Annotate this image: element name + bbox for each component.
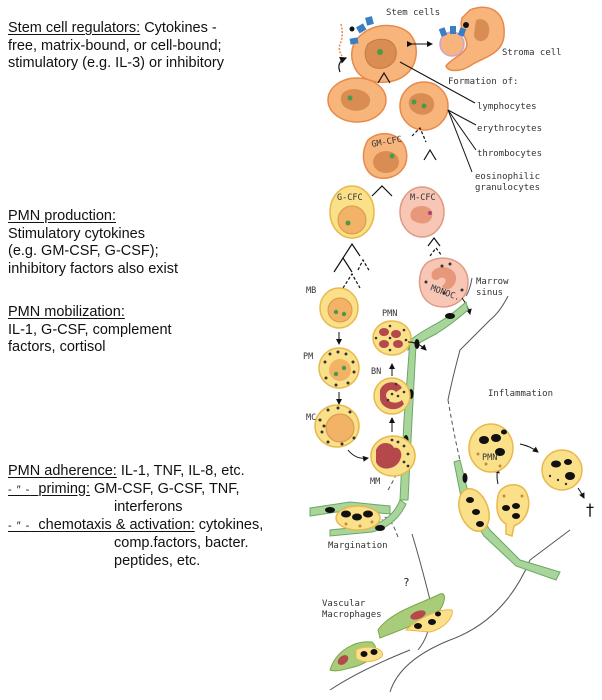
- marginating-pmn: [335, 505, 381, 531]
- production-line1: Stimulatory cytokines: [8, 225, 145, 242]
- activated-pmn: [468, 423, 514, 473]
- priming-line2: interferons: [114, 499, 183, 515]
- stem-line1: Cytokines -: [140, 20, 217, 36]
- priming-heading: priming:: [38, 480, 90, 497]
- arrow: [347, 449, 369, 462]
- branch: [333, 256, 353, 273]
- label-granulocytes: granulocytes: [475, 183, 540, 193]
- metamyelocyte-cell: [370, 435, 416, 477]
- branch: [427, 237, 441, 247]
- arrow: [519, 443, 539, 453]
- label-pmn-tissue: PMN: [482, 453, 497, 463]
- ditto-mark: - ″ -: [8, 519, 31, 532]
- gm-cfc-cell: [362, 132, 408, 179]
- label-eosinophilic: eosinophilic: [475, 172, 540, 182]
- label-stroma-cell: Stroma cell: [502, 48, 562, 58]
- production-line3: inhibitory factors also exist: [8, 260, 179, 277]
- vessel-wall: [329, 277, 571, 693]
- self-renewal-arrow: [338, 56, 348, 73]
- myeloblast-cell: [319, 287, 359, 329]
- label-pmn-marrow: PMN: [382, 309, 397, 319]
- label-stem-cells: Stem cells: [386, 8, 440, 18]
- pmn-adherence-block: PMN adherence: IL-1, TNF, IL-8, etc. - ″…: [8, 463, 263, 570]
- m-cfc-cell: [399, 186, 445, 238]
- pmn-mobilization-block: PMN mobilization: IL-1, G-CSF, complemen…: [8, 304, 172, 357]
- stem-cell-regulators-block: Stem cell regulators: Cytokines - free, …: [8, 20, 224, 73]
- label-erythrocytes: erythrocytes: [477, 124, 542, 134]
- label-mm: MM: [370, 477, 380, 487]
- progenitor-cell: [327, 77, 387, 123]
- mobilization-line2: factors, cortisol: [8, 339, 106, 355]
- label-formation-of: Formation of:: [448, 77, 518, 87]
- arrow: [577, 487, 585, 499]
- formation-lines: [399, 61, 477, 173]
- chemotaxis-line2: comp.factors, bacter.: [114, 535, 249, 551]
- pmn-production-block: PMN production: Stimulatory cytokines (e…: [8, 208, 178, 278]
- progenitor-cell: [399, 81, 449, 131]
- chemotaxis-heading: chemotaxis & activation:: [38, 516, 195, 533]
- label-sinus: sinus: [476, 288, 503, 298]
- label-m-cfc: M-CFC: [410, 193, 436, 203]
- myelocyte-cell: [314, 404, 360, 448]
- branch: [342, 242, 361, 259]
- branch-dashed: [342, 272, 361, 289]
- production-heading: PMN production:: [8, 208, 116, 224]
- adherent-pmn: [458, 488, 490, 532]
- label-mb: MB: [306, 286, 316, 296]
- label-lymphocytes: lymphocytes: [477, 102, 537, 112]
- label-g-cfc: G-CFC: [337, 193, 363, 203]
- monocyte-cell: [418, 257, 469, 308]
- stem-line3: stimulatory (e.g. IL-3) or inhibitory: [8, 55, 224, 71]
- label-pm: PM: [303, 352, 313, 362]
- chemotaxis-rest: cytokines,: [194, 516, 264, 533]
- mobilization-arrow: [407, 341, 427, 351]
- label-macrophages: Macrophages: [322, 610, 382, 620]
- promyelocyte-cell: [318, 347, 360, 389]
- pmn-marrow-cell: [372, 320, 412, 356]
- label-vascular: Vascular: [322, 599, 366, 609]
- production-line2: (e.g. GM-CSF, G-CSF);: [8, 243, 159, 259]
- band-neutrophil-cell: [373, 377, 411, 415]
- g-cfc-cell: [329, 185, 375, 239]
- label-marrow: Marrow: [476, 277, 509, 287]
- stem-line2: free, matrix-bound, or cell-bound;: [8, 37, 222, 54]
- branch-dashed: [357, 258, 371, 273]
- label-inflammation: Inflammation: [488, 389, 553, 399]
- adherence-line1: IL-1, TNF, IL-8, etc.: [116, 463, 245, 479]
- branch-dashed: [411, 126, 427, 143]
- stem-heading: Stem cell regulators:: [8, 20, 141, 36]
- label-thrombocytes: thrombocytes: [477, 149, 542, 159]
- vascular-macrophage: [377, 593, 453, 639]
- branch: [371, 185, 393, 197]
- apoptotic-pmn: [541, 449, 583, 491]
- chemotaxis-line3: peptides, etc.: [114, 552, 201, 569]
- label-mc: MC: [306, 413, 316, 423]
- branch: [377, 71, 391, 84]
- mobilization-heading: PMN mobilization:: [8, 304, 125, 320]
- priming-rest: GM-CSF, G-CSF, TNF,: [89, 480, 240, 497]
- mobilization-line1: IL-1, G-CSF, complement: [8, 321, 172, 338]
- adherence-heading: PMN adherence:: [8, 463, 117, 479]
- death-dagger: †: [586, 500, 594, 519]
- ditto-mark: - ″ -: [8, 483, 31, 496]
- branch: [423, 148, 437, 161]
- vascular-macrophage: [329, 641, 383, 672]
- branch-dashed: [429, 247, 443, 257]
- label-margination: Margination: [328, 541, 388, 551]
- stroma-cell: [438, 6, 505, 72]
- stem-cell: [338, 16, 417, 83]
- question-mark: ?: [403, 576, 410, 589]
- transmigrating-pmn: [496, 484, 530, 537]
- label-bn: BN: [371, 367, 381, 377]
